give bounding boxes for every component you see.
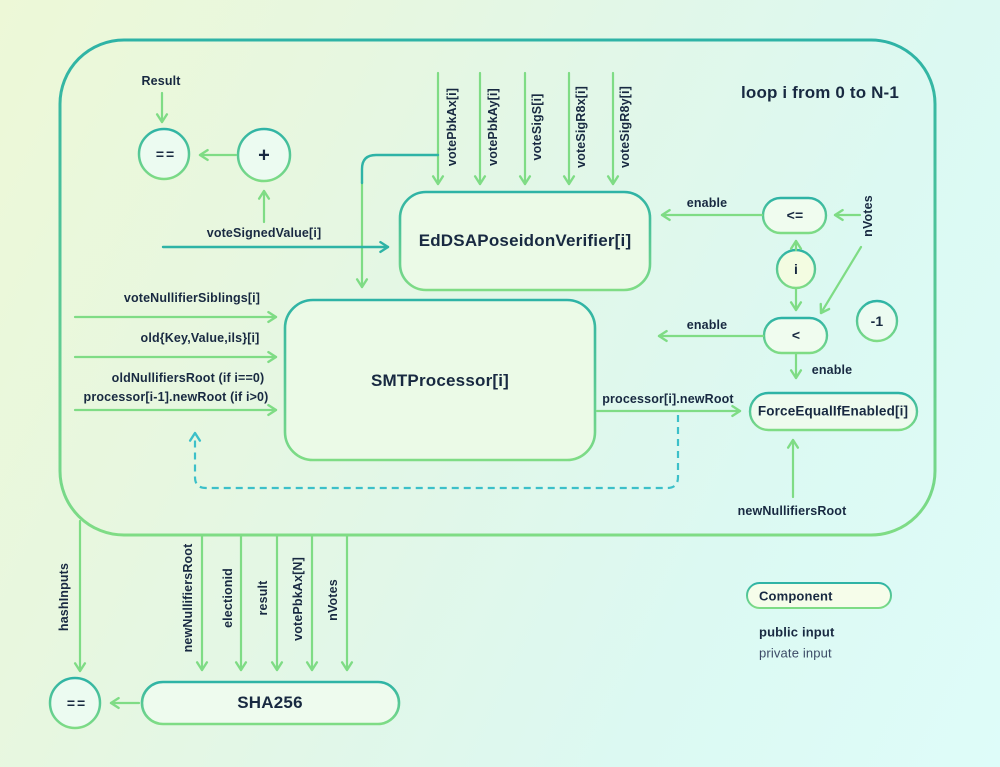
plus-node-shape bbox=[236, 127, 292, 183]
minus-one-text: -1 bbox=[870, 313, 884, 329]
vote-signed-value-label: voteSignedValue[i] bbox=[206, 226, 322, 240]
legend-public-label: public input bbox=[759, 624, 835, 640]
equals-bottom-text: == bbox=[66, 695, 88, 711]
sha-input-label-3: result bbox=[256, 580, 270, 616]
equals-top-shape bbox=[137, 127, 191, 181]
enable-label-vert: enable bbox=[811, 363, 853, 377]
eddsa-input-label-1: votePbkAx[i] bbox=[445, 87, 459, 167]
smt-input-label-1: voteNullifierSiblings[i] bbox=[123, 291, 261, 305]
sha-input-label-4: votePbkAx[N] bbox=[291, 557, 305, 641]
legend-component-label: Component bbox=[759, 588, 833, 604]
smt-input-label-4: processor[i-1].newRoot (if i>0) bbox=[83, 390, 269, 404]
force-equal-title: ForceEqualIfEnabled[i] bbox=[757, 403, 909, 419]
hash-inputs-label: hashInputs bbox=[57, 562, 71, 632]
eddsa-verifier-box bbox=[398, 190, 652, 292]
pbkax-branch-curve bbox=[360, 153, 440, 185]
nvotes-label-right: nVotes bbox=[861, 195, 875, 237]
teal-connectors bbox=[161, 153, 440, 254]
legend-component-pill bbox=[746, 582, 892, 609]
new-nullifiers-root-label: newNullifiersRoot bbox=[737, 504, 847, 518]
sha256-box bbox=[140, 680, 401, 726]
smt-input-label-3: oldNullifiersRoot (if i==0) bbox=[111, 371, 265, 385]
result-label: Result bbox=[141, 74, 181, 88]
processor-newroot-label: processor[i].newRoot bbox=[602, 392, 734, 406]
equals-top-text: == bbox=[155, 146, 177, 162]
enable-label-mid: enable bbox=[686, 318, 728, 332]
enable-label-top: enable bbox=[686, 196, 728, 210]
index-node-text: i bbox=[793, 261, 799, 277]
newroot-feedback-dashed-arrow bbox=[188, 415, 680, 490]
plus-node-text: + bbox=[258, 144, 270, 167]
sha-input-label-1: newNullifiersRoot bbox=[181, 543, 195, 653]
nvotes-to-lt-arrow bbox=[819, 245, 863, 315]
equals-bottom-shape bbox=[48, 676, 102, 730]
lte-node-shape bbox=[761, 196, 828, 235]
eddsa-input-label-5: voteSigR8y[i] bbox=[618, 86, 632, 168]
eddsa-input-label-3: voteSigS[i] bbox=[530, 93, 544, 161]
loop-container-box bbox=[58, 38, 937, 537]
eddsa-input-label-2: votePbkAy[i] bbox=[486, 88, 500, 166]
loop-label: loop i from 0 to N-1 bbox=[741, 83, 899, 102]
minus-one-shape bbox=[855, 299, 899, 343]
sha256-title: SHA256 bbox=[237, 693, 303, 712]
lte-node-text: <= bbox=[786, 207, 804, 223]
lt-node-text: < bbox=[791, 327, 801, 343]
smt-processor-box bbox=[283, 298, 597, 462]
smt-processor-title: SMTProcessor[i] bbox=[370, 371, 510, 390]
lt-node-shape bbox=[762, 316, 829, 355]
smt-input-label-2: old{Key,Value,ils}[i] bbox=[140, 331, 260, 345]
sha-input-label-5: nVotes bbox=[326, 579, 340, 621]
eddsa-input-label-4: voteSigR8x[i] bbox=[574, 86, 588, 168]
force-equal-box bbox=[748, 391, 919, 432]
legend-private-label: private input bbox=[759, 645, 832, 661]
eddsa-verifier-title: EdDSAPoseidonVerifier[i] bbox=[418, 231, 632, 250]
green-connectors bbox=[73, 71, 863, 710]
sha-input-label-2: electionid bbox=[221, 568, 235, 628]
